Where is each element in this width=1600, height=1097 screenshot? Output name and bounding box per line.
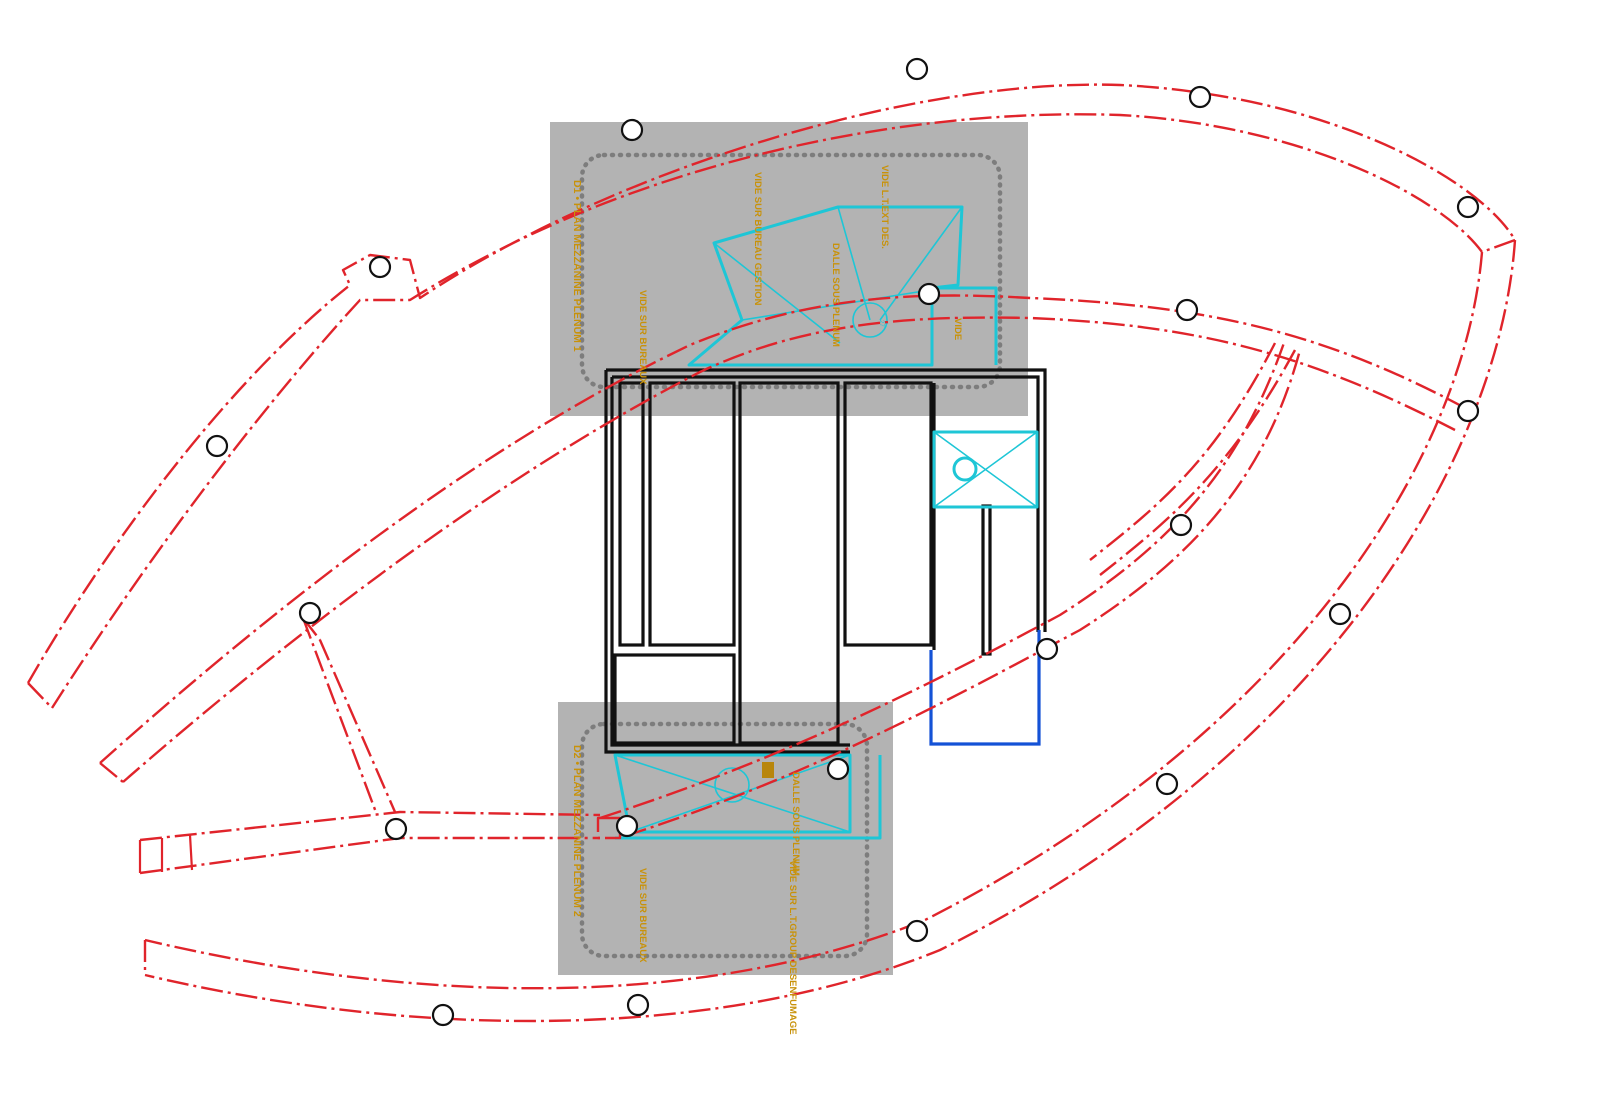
- label-vide-sur-bureau-gestion: VIDE SUR BUREAU GESTION: [752, 172, 763, 306]
- smoke-shaft: [929, 630, 1041, 746]
- label-vide-local-desenfumage: VIDE SUR L.T.GROUP DESENFUMAGE: [787, 860, 798, 1035]
- column-marker: [905, 57, 929, 81]
- column-marker: [905, 919, 929, 943]
- zone-2-labels: D2 • PLAN MEZZANINE PLENUM 2 VIDE SUR BU…: [571, 745, 801, 1035]
- zone-1-title: D1 • PLAN MEZZANINE PLENUM 1: [571, 180, 583, 352]
- column-marker: [615, 814, 639, 838]
- zone-1-labels: D1 • PLAN MEZZANINE PLENUM 1 VIDE SUR BU…: [571, 165, 963, 385]
- column-marker: [1175, 298, 1199, 322]
- column-marker: [368, 255, 392, 279]
- structural-outline: [26, 83, 1517, 1023]
- central-core-walls: [604, 368, 1047, 754]
- column-marker: [1169, 513, 1193, 537]
- structural-columns: [205, 57, 1480, 1027]
- column-marker: [1328, 602, 1352, 626]
- column-marker: [1035, 637, 1059, 661]
- column-marker: [431, 1003, 455, 1027]
- zone-2-title: D2 • PLAN MEZZANINE PLENUM 2: [571, 745, 583, 917]
- column-marker: [384, 817, 408, 841]
- column-marker: [205, 434, 229, 458]
- column-marker: [298, 601, 322, 625]
- mezzanine-zone-1: [550, 122, 1028, 416]
- column-marker: [1456, 195, 1480, 219]
- label-vide-sur-bureaux-2: VIDE SUR BUREAUX: [637, 868, 648, 963]
- column-marker: [917, 282, 941, 306]
- column-marker: [626, 993, 650, 1017]
- column-marker: [1188, 85, 1212, 109]
- stair-shaft-core: [932, 430, 1039, 509]
- stair-1-number: 27: [878, 320, 884, 327]
- column-marker: [1155, 772, 1179, 796]
- label-vide-local-des: VIDE L.T.EXT DES.: [879, 165, 890, 249]
- column-marker: [826, 757, 850, 781]
- column-marker: [620, 118, 644, 142]
- label-vide: VIDE: [952, 318, 963, 340]
- column-marker: [1456, 399, 1480, 423]
- label-dalle-sous-plenum-1: DALLE SOUS PLENUM: [830, 243, 841, 347]
- label-dalle-sous-plenum-2: DALLE SOUS PLENUM: [790, 772, 801, 876]
- label-vide-sur-bureaux-1: VIDE SUR BUREAUX: [637, 290, 648, 385]
